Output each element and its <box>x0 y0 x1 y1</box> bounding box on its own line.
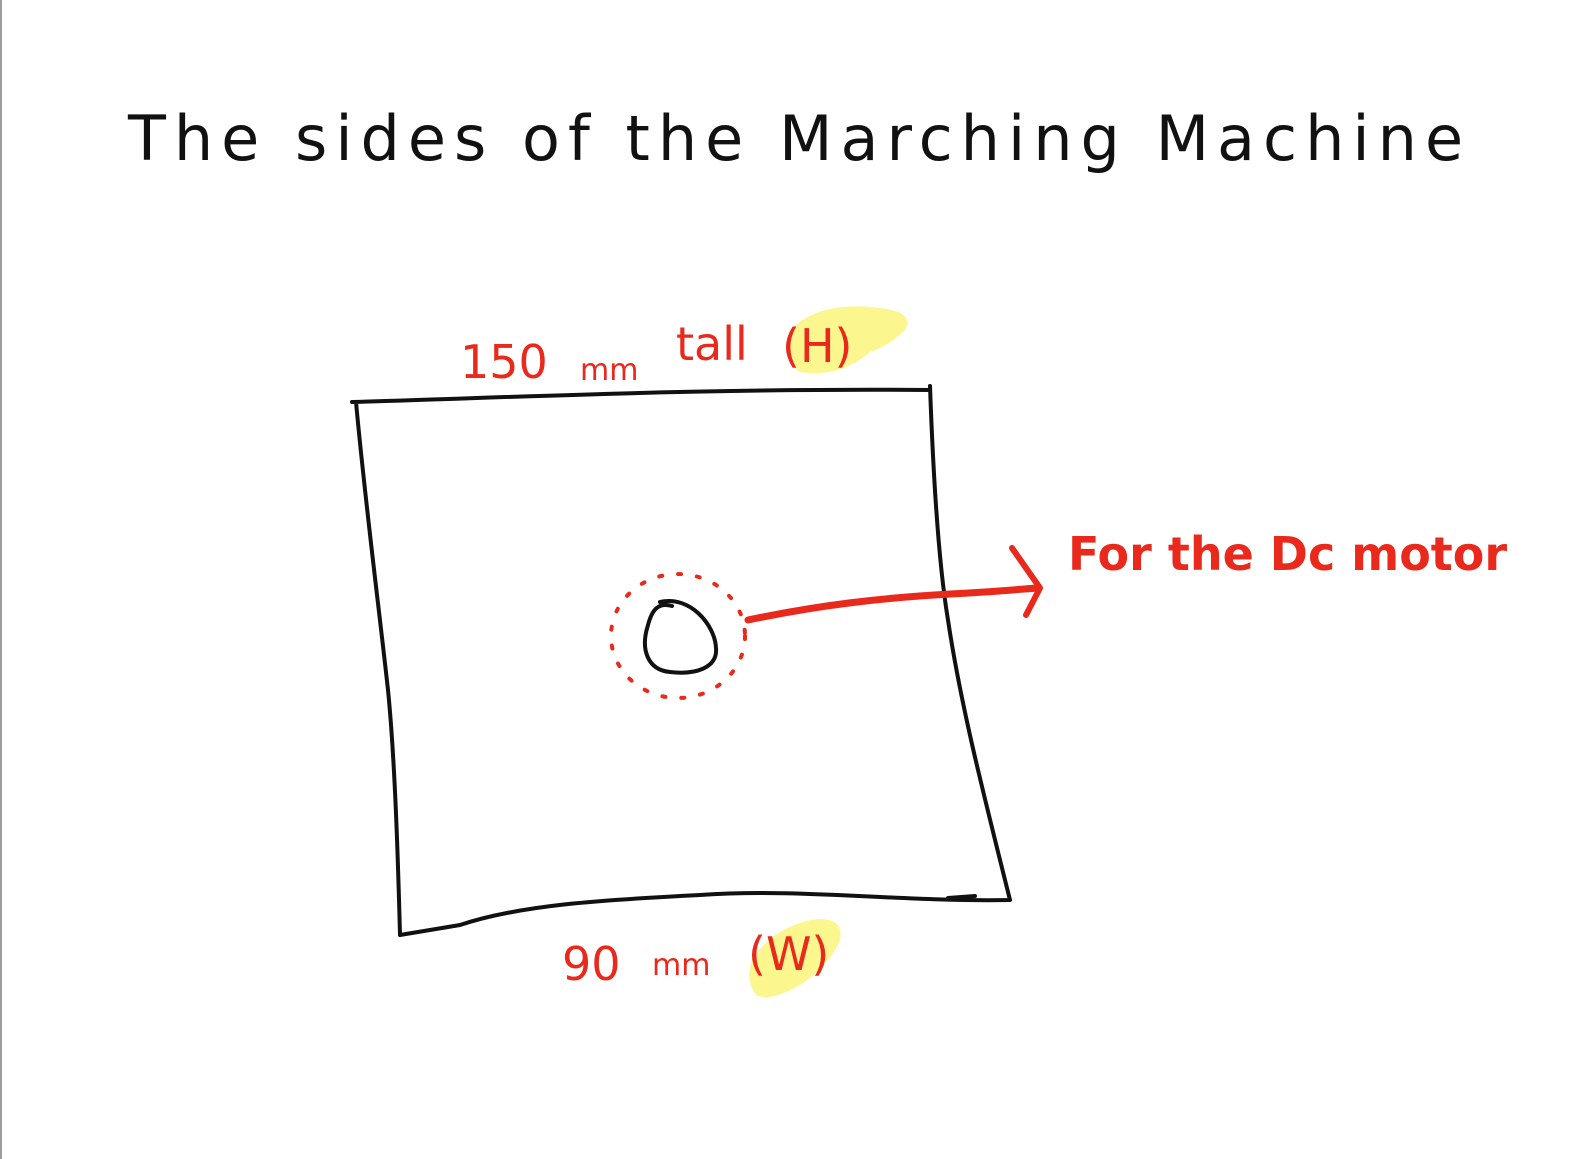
width-value: 90 <box>562 937 621 991</box>
hole-callout: For the Dc motor <box>1068 527 1507 581</box>
hole-dotted-ring <box>609 572 747 700</box>
side-panel-outline <box>350 384 1012 937</box>
width-symbol: (W) <box>748 927 829 981</box>
height-word: tall <box>676 317 748 371</box>
page-title: The sides of the Marching Machine <box>127 102 1471 175</box>
highlight-w <box>749 919 841 998</box>
height-symbol: (H) <box>782 319 852 373</box>
width-label: 90 mm (W) <box>562 927 829 991</box>
motor-hole <box>643 598 719 675</box>
height-unit: mm <box>580 353 638 388</box>
callout-arrow <box>744 545 1043 624</box>
height-value: 150 <box>460 335 548 389</box>
corner-tick <box>946 894 977 900</box>
width-unit: mm <box>652 948 710 983</box>
page-edge <box>0 0 2 1159</box>
highlight-h <box>787 306 908 374</box>
height-label: 150 mm tall (H) <box>460 317 852 389</box>
